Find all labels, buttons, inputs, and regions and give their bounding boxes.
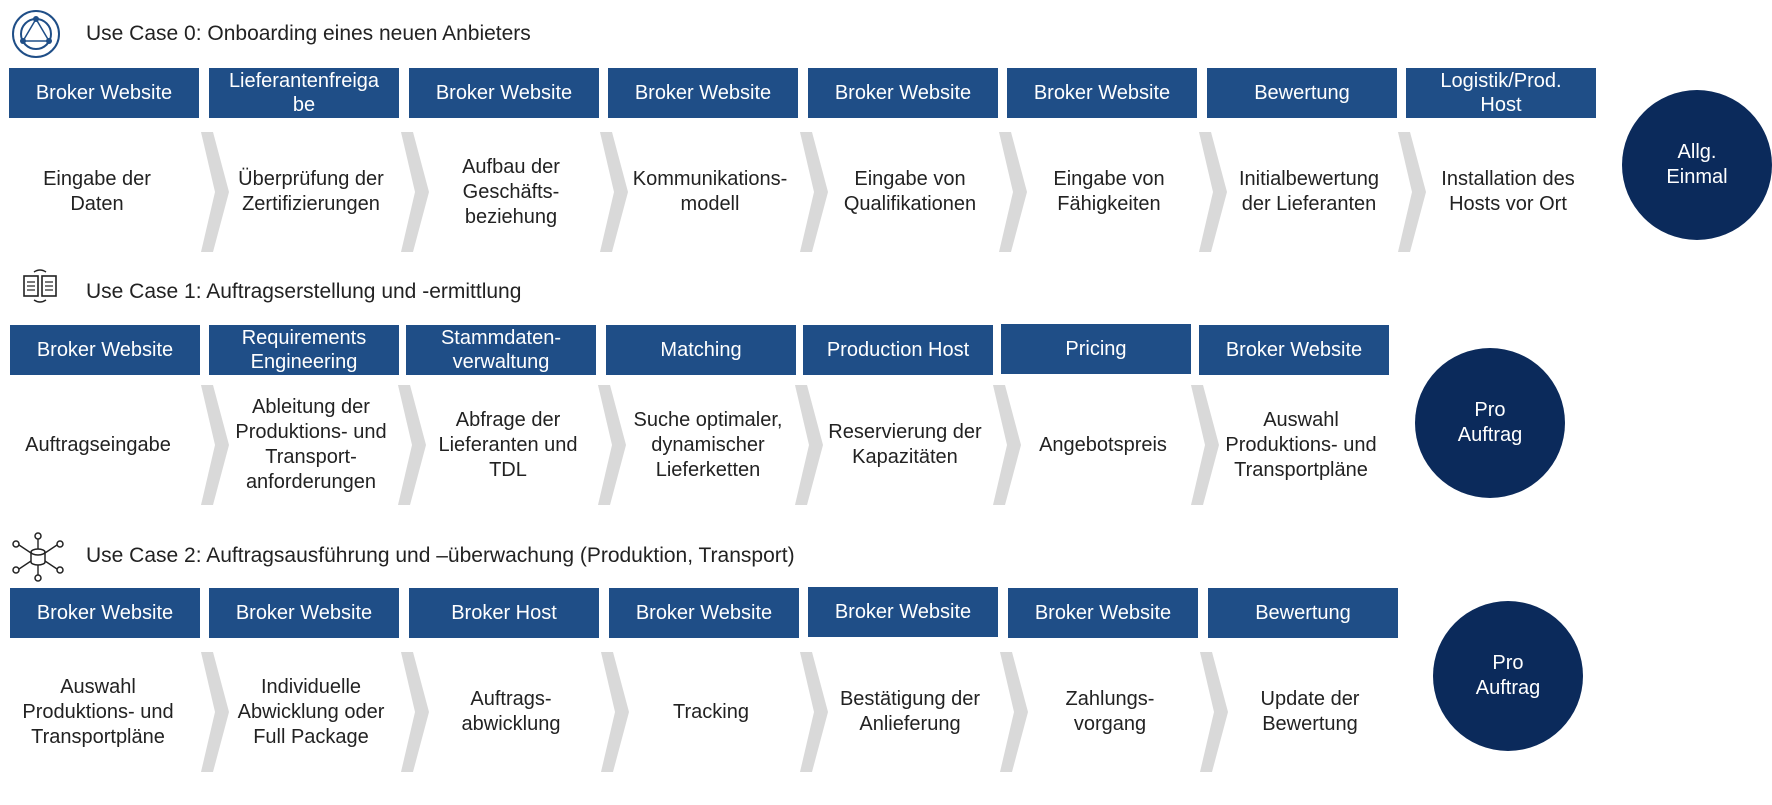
chevron-arrow-icon [1191,385,1219,505]
chevron-arrow-icon [795,385,823,505]
use-case-title: Use Case 1: Auftragserstellung und -ermi… [86,280,522,303]
chevron-arrow-icon [201,652,229,772]
step-description: Eingabe von Fähigkeiten [1053,168,1165,215]
step-header: Broker Website [409,68,599,118]
circular-network-icon [10,8,66,64]
step-description: Individuelle Abwicklung oder Full Packag… [237,675,385,748]
chevron-arrow-icon [1199,132,1227,252]
chevron-arrow-icon [1000,652,1028,772]
step-header: Broker Website [1008,588,1198,638]
database-network-icon [10,532,66,588]
chevron-arrow-icon [401,132,429,252]
step-description: Auftragseingabe [25,433,171,456]
chevron-arrow-icon [800,132,828,252]
step-header: Broker Website [609,588,799,638]
step-description: Bestätigung der Anlieferung [839,688,981,735]
step-description: Kommunikations- modell [632,168,788,215]
step-description: Update der Bewertung [1260,688,1360,735]
chevron-arrow-icon [993,385,1021,505]
step-header: Bewertung [1208,588,1398,638]
frequency-badge: Pro Auftrag [1433,601,1583,751]
step-description: Ableitung der Produktions- und Transport… [235,396,387,493]
step-header: Bewertung [1207,68,1397,118]
step-description: Auftrags- abwicklung [461,688,561,735]
frequency-badge: Pro Auftrag [1415,348,1565,498]
step-header: Broker Website [1007,68,1197,118]
step-header: Stammdaten- verwaltung [406,325,596,375]
chevron-arrow-icon [201,385,229,505]
step-description: Reservierung der Kapazitäten [828,421,982,468]
chevron-arrow-icon [401,652,429,772]
step-header: Broker Website [1199,325,1389,375]
step-description: Zahlungs- vorgang [1065,688,1155,735]
step-description: Suche optimaler, dynamischer Lieferkette… [633,408,783,481]
step-header: Broker Website [9,68,199,118]
chevron-arrow-icon [800,652,828,772]
step-header: Broker Website [10,588,200,638]
chevron-arrow-icon [601,652,629,772]
documents-exchange-icon [10,268,66,324]
frequency-badge: Allg. Einmal [1622,90,1772,240]
step-header: Logistik/Prod. Host [1406,68,1596,118]
step-header: Broker Website [808,587,998,637]
chevron-arrow-icon [398,385,426,505]
step-description: Überprüfung der Zertifizierungen [238,168,384,215]
use-case-title: Use Case 2: Auftragsausführung und –über… [86,544,795,567]
step-header: Broker Website [209,588,399,638]
chevron-arrow-icon [999,132,1027,252]
use-case-title: Use Case 0: Onboarding eines neuen Anbie… [86,22,531,45]
step-description: Installation des Hosts vor Ort [1441,168,1575,215]
chevron-arrow-icon [600,132,628,252]
step-description: Initialbewertung der Lieferanten [1238,168,1380,215]
step-header: Matching [606,325,796,375]
step-header: Pricing [1001,324,1191,374]
step-description: Abfrage der Lieferanten und TDL [438,408,578,481]
chevron-arrow-icon [201,132,229,252]
step-header: Broker Website [10,325,200,375]
chevron-arrow-icon [1398,132,1426,252]
step-description: Eingabe von Qualifikationen [843,168,977,215]
step-header: Lieferantenfreiga be [209,68,399,118]
step-header: Broker Website [608,68,798,118]
chevron-arrow-icon [1200,652,1228,772]
step-description: Angebotspreis [1039,433,1167,456]
step-description: Tracking [673,700,749,723]
step-description: Aufbau der Geschäfts- beziehung [462,155,560,228]
step-header: Production Host [803,325,993,375]
step-header: Requirements Engineering [209,325,399,375]
step-header: Broker Host [409,588,599,638]
step-description: Auswahl Produktions- und Transportpläne [22,675,174,748]
step-header: Broker Website [808,68,998,118]
chevron-arrow-icon [598,385,626,505]
step-description: Eingabe der Daten [43,168,151,215]
step-description: Auswahl Produktions- und Transportpläne [1225,408,1377,481]
